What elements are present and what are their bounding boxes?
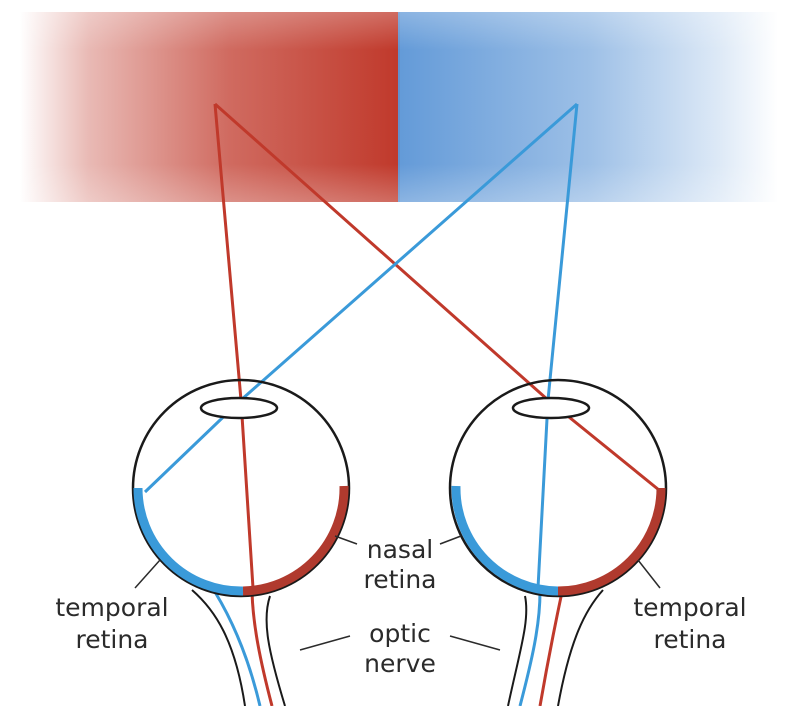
left-temporal-retina [133,487,244,596]
left-temporal-label-line1: temporal [55,593,168,622]
visual-field [20,12,778,202]
right-temporal-label-line1: temporal [633,593,746,622]
nasal-retina-label-line1: nasal [367,535,433,564]
left-lens [199,396,279,420]
right-temporal-label-line2: retina [653,625,726,654]
right-eyeball [448,378,668,598]
left-optic-nerve [191,589,286,706]
left-eyeball [131,378,351,598]
optic-nerve-label-line1: optic [369,619,431,648]
right-nasal-retina [451,485,559,596]
leader-lines [134,535,661,651]
optic-nerve-label-line2: nerve [364,649,436,678]
right-optic-nerve [507,589,604,706]
right-lens [511,396,591,420]
left-eye [131,378,351,598]
right-eye [448,378,668,598]
right-temporal-retina [557,487,666,596]
left-nasal-retina [242,485,349,596]
left-temporal-label-line2: retina [75,625,148,654]
labels: nasal retina temporal retina temporal re… [55,535,746,678]
nasal-retina-label-line2: retina [363,565,436,594]
